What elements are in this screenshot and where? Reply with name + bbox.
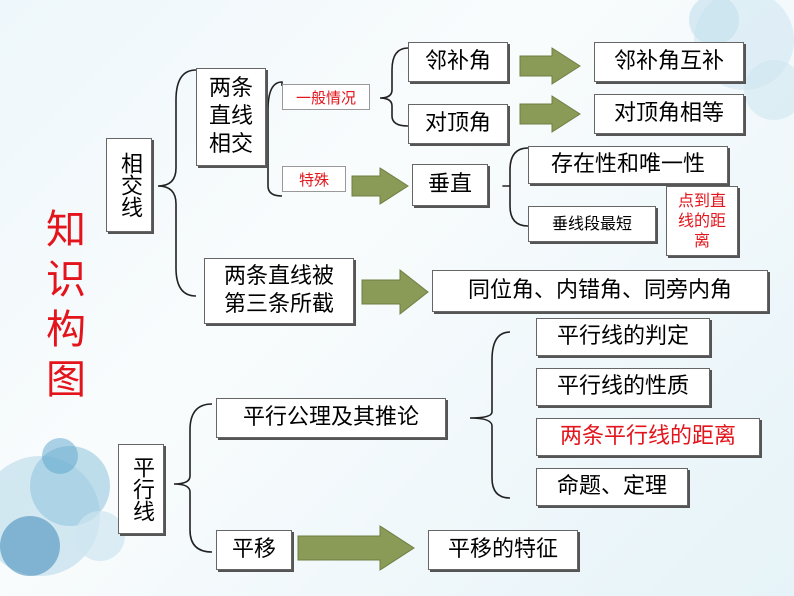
node-pingyi: 平移 — [216, 530, 292, 570]
title-char-4: 图 — [46, 357, 86, 403]
brace-liangtiao — [267, 81, 283, 197]
arrow-linbujiao — [519, 47, 581, 85]
node-xingzhi: 平行线的性质 — [536, 368, 710, 406]
node-sanxian: 两条直线被 第三条所截 — [204, 258, 354, 324]
node-mingti: 命题、定理 — [536, 468, 688, 506]
node-juli: 两条平行线的距离 — [536, 418, 760, 456]
label-teshu: 特殊 — [282, 166, 346, 192]
brace-gongli — [469, 331, 511, 499]
node-xiangjiaoxian-text: 相交线 — [117, 152, 142, 218]
label-yiban: 一般情况 — [282, 84, 370, 110]
node-duidingjiao: 对顶角 — [408, 104, 508, 144]
title-char-3: 构 — [46, 307, 86, 353]
node-duidingjiao-xiangdeng: 对顶角相等 — [594, 94, 744, 134]
arrow-duidingjiao — [519, 95, 581, 133]
title-char-2: 识 — [46, 257, 86, 303]
node-tongwei: 同位角、内错角、同旁内角 — [432, 270, 768, 312]
page-title: 知 识 构 图 — [44, 205, 88, 405]
node-liangtiao-line3: 相交 — [208, 132, 253, 157]
node-tezheng: 平移的特征 — [428, 530, 578, 570]
node-sanxian-line1: 两条直线被 — [223, 264, 334, 289]
node-liangtiao-line2: 直线 — [208, 104, 253, 129]
node-liangtiao-xiangjiao: 两条 直线 相交 — [196, 68, 266, 166]
node-linbujiao: 邻补角 — [408, 42, 508, 82]
node-gongli: 平行公理及其推论 — [216, 398, 446, 438]
node-chuizhi: 垂直 — [412, 164, 488, 206]
corner-flower-ornament-bottom-left — [0, 438, 142, 576]
brace-pingxingxian — [173, 403, 213, 553]
node-linbujiao-hubu: 邻补角互补 — [594, 42, 744, 82]
node-pingxingxian: 平行线 — [118, 444, 164, 534]
node-chuixianduan: 垂线段最短 — [528, 206, 656, 242]
node-diandaozhixian-text: 点到直线的距离 — [677, 191, 726, 250]
node-sanxian-line2: 第三条所截 — [223, 292, 334, 317]
arrow-sanxian — [361, 268, 429, 316]
node-panding: 平行线的判定 — [536, 318, 710, 356]
node-liangtiao-line1: 两条 — [208, 76, 253, 101]
brace-chuizhi — [502, 147, 529, 227]
node-cunzaixing: 存在性和唯一性 — [528, 146, 728, 184]
arrow-teshu — [351, 167, 409, 205]
brace-xiangjiaoxian — [157, 69, 197, 297]
node-xiangjiaoxian: 相交线 — [106, 138, 152, 232]
node-pingxingxian-text: 平行线 — [129, 456, 154, 522]
node-diandaozhixian: 点到直线的距离 — [666, 186, 738, 256]
title-char-1: 知 — [46, 207, 86, 253]
arrow-pingyi — [297, 525, 415, 571]
brace-jiao — [379, 47, 409, 127]
